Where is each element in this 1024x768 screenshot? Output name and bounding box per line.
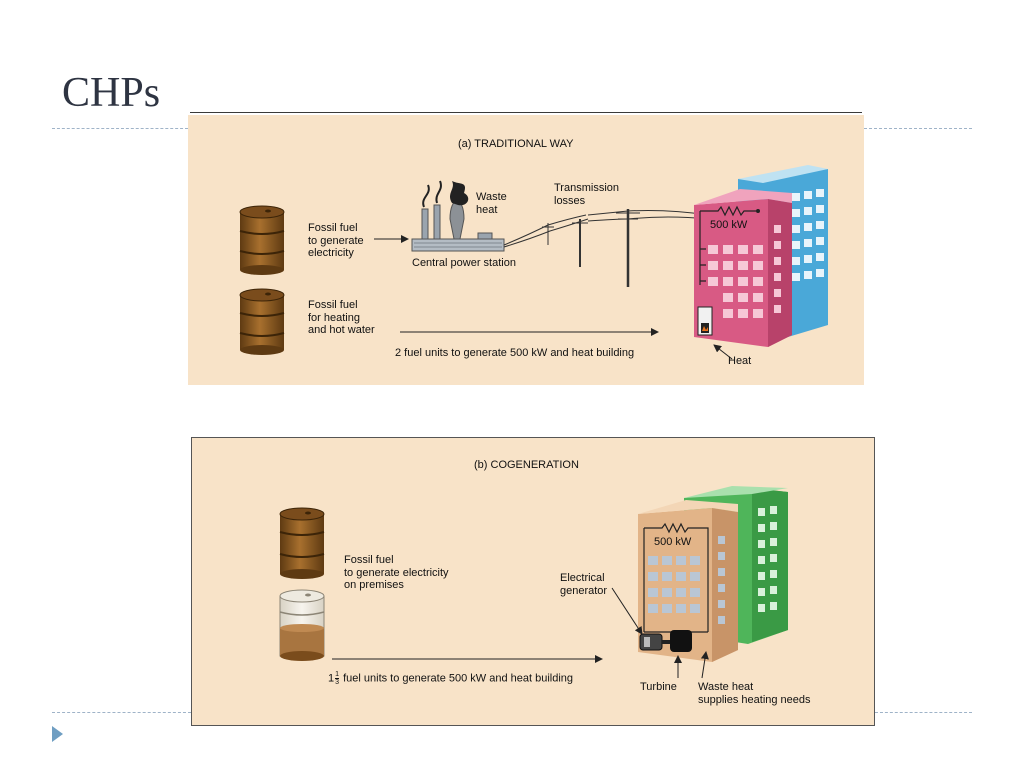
divider-top-left — [52, 128, 188, 129]
building-icon — [694, 189, 792, 347]
fuel-barrel-icon — [239, 288, 285, 355]
bullet-arrow-icon — [52, 726, 63, 742]
power-station-label: Central power station — [412, 257, 516, 269]
divider-bottom-left — [52, 712, 191, 713]
slide-title: CHPs — [62, 70, 161, 116]
generator-turbine-icon — [639, 630, 692, 652]
turbine-label: Turbine — [640, 681, 677, 693]
fuel-electricity-label: Fossil fuel to generate electricity — [308, 222, 364, 259]
fuel-premises-label: Fossil fuel to generate electricity on p… — [344, 554, 449, 591]
traditional-way-illustration — [239, 165, 828, 360]
fraction-numerator: 1 — [335, 671, 340, 679]
fraction-denominator: 3 — [335, 679, 340, 686]
electrical-generator-label: Electrical generator — [560, 572, 608, 597]
power-output-label: 500 kW — [654, 536, 692, 548]
heat-pointer — [713, 344, 733, 360]
title-rule — [190, 112, 862, 113]
generator-pointer — [611, 587, 643, 635]
partial-fuel-barrel-icon — [279, 589, 325, 661]
power-output-label: 500 kW — [710, 219, 748, 231]
fraction-whole: 1 — [328, 672, 335, 685]
divider-bottom-right — [875, 712, 972, 713]
summary-text: fuel units to generate 500 kW and heat b… — [343, 672, 574, 685]
cogeneration-panel: (b) COGENERATION Fossil fuel to generate… — [191, 437, 875, 726]
heat-label: Heat — [728, 355, 752, 367]
panel-a-summary: 2 fuel units to generate 500 kW and heat… — [395, 347, 635, 359]
transmission-line-icon — [503, 209, 709, 287]
power-station-icon — [411, 180, 505, 252]
building-icon — [638, 500, 738, 662]
fuel-heating-label: Fossil fuel for heating and hot water — [308, 299, 375, 336]
panel-a-heading: (a) TRADITIONAL WAY — [458, 138, 574, 150]
traditional-way-panel: (a) TRADITIONAL WAY Fossil fuel to gener… — [188, 115, 864, 385]
fuel-barrel-icon — [239, 205, 285, 275]
waste-heat-label: Waste heat supplies heating needs — [698, 681, 811, 706]
cogeneration-illustration — [279, 486, 788, 679]
transmission-losses-label: Transmission losses — [554, 182, 619, 207]
fuel-barrel-icon — [279, 507, 325, 579]
panel-b-heading: (b) COGENERATION — [474, 459, 579, 471]
waste-heat-label: Waste heat — [476, 191, 507, 216]
waste-heat-pointer — [700, 651, 709, 679]
divider-top-right — [864, 128, 972, 129]
